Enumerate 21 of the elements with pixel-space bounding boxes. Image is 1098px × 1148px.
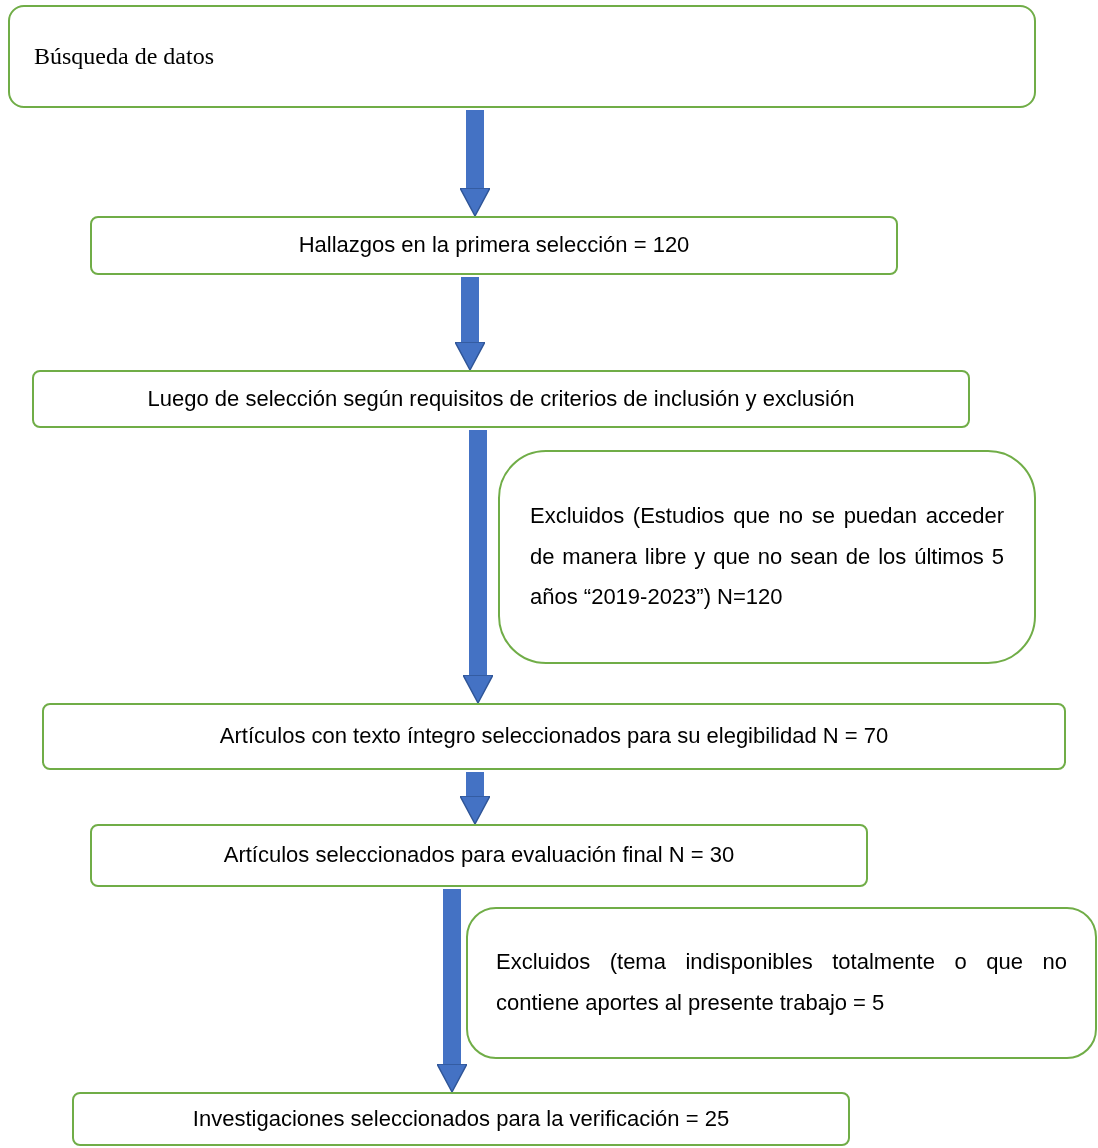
box-text: Artículos con texto íntegro seleccionados para su elegibilidad N = 70 [218,722,890,751]
block-arrow [462,430,494,704]
box-text: Investigaciones seleccionados para la verificación = 25 [191,1104,731,1133]
box-text: Búsqueda de datos [34,42,215,72]
block-arrow [454,277,486,371]
box-text: Excluidos (tema indisponibles totalmente o que no contiene aportes al presente trabajo = 5 [496,948,1067,1017]
process-box [90,824,868,887]
process-box [42,703,1066,770]
process-box [90,216,898,275]
block-arrow [459,110,491,217]
block-arrow [459,772,491,825]
box-text: Luego de selección según requisitos de criterios de inclusión y exclusión [146,384,856,413]
process-box [498,450,1036,664]
process-box [466,907,1097,1059]
block-arrow [436,889,468,1093]
process-box [8,5,1036,108]
box-text: Artículos seleccionados para evaluación final N = 30 [222,841,736,870]
box-text: Hallazgos en la primera selección = 120 [297,231,691,260]
process-box [32,370,970,428]
process-box [72,1092,850,1146]
box-text: Excluidos (Estudios que no se puedan acceder de manera libre y que no sean de los últimos 5 años “2019-2023”) N=120 [530,501,1004,612]
